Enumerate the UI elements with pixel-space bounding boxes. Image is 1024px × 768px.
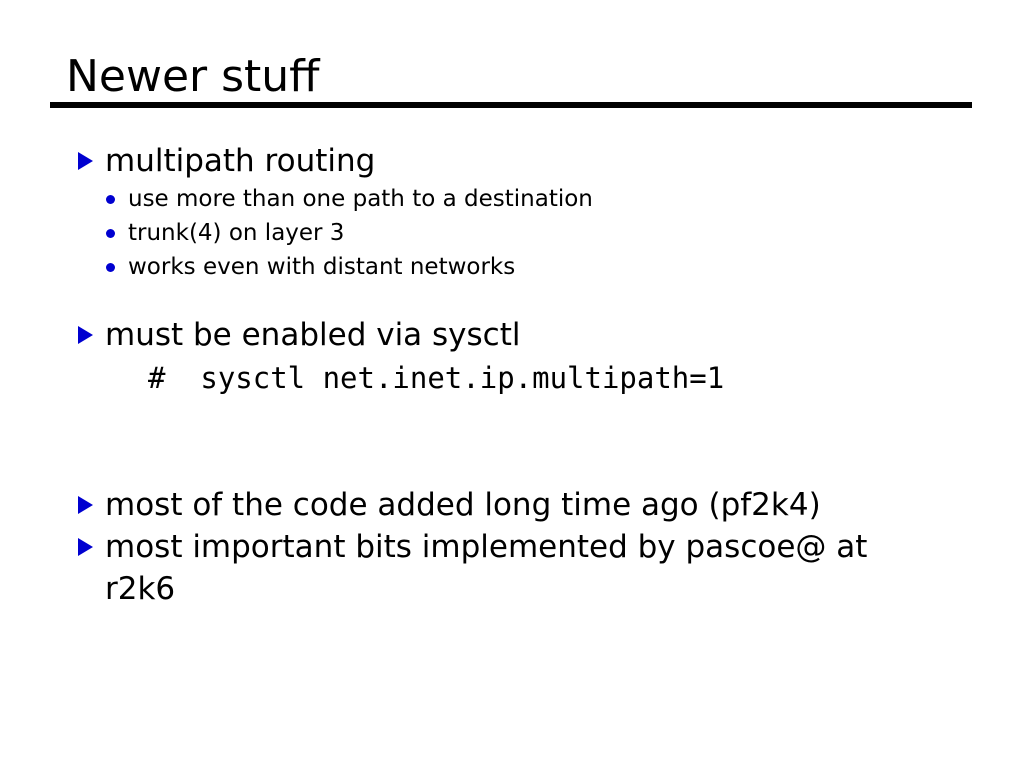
- block-spacer: [0, 284, 1024, 314]
- bullet-most-of-the-code-added: most of the code added long time ago (pf…: [0, 484, 1024, 526]
- subbullet-works-with-distant-networks: works even with distant networks: [0, 250, 1024, 284]
- subbullet-label: works even with distant networks: [128, 254, 516, 280]
- round-dot-bullet-icon: [106, 263, 115, 272]
- triangle-right-bullet-icon: [78, 496, 93, 514]
- subbullet-use-more-than-one-path: use more than one path to a destination: [0, 182, 1024, 216]
- subbullet-label: trunk(4) on layer 3: [128, 220, 345, 246]
- bullet-label: multipath routing: [105, 143, 376, 179]
- bullet-most-important-bits-implemented: most important bits implemented by pasco…: [0, 526, 1024, 610]
- round-dot-bullet-icon: [106, 229, 115, 238]
- slide-body: multipath routing use more than one path…: [0, 140, 1024, 610]
- triangle-right-bullet-icon: [78, 326, 93, 344]
- bullet-must-be-enabled-via-sysctl: must be enabled via sysctl: [0, 314, 1024, 356]
- sysctl-command-line: # sysctl net.inet.ip.multipath=1: [148, 361, 725, 395]
- triangle-right-bullet-icon: [78, 538, 93, 556]
- subbullet-trunk-on-layer-3: trunk(4) on layer 3: [0, 216, 1024, 250]
- block-spacer: [0, 400, 1024, 484]
- page-title: Newer stuff: [66, 51, 320, 102]
- bullet-label: most of the code added long time ago (pf…: [105, 487, 821, 523]
- subbullet-label: use more than one path to a destination: [128, 186, 593, 212]
- round-dot-bullet-icon: [106, 195, 115, 204]
- bullet-multipath-routing: multipath routing: [0, 140, 1024, 182]
- bullet-label: most important bits implemented by pasco…: [105, 529, 868, 607]
- title-divider-rule: [50, 102, 972, 108]
- bullet-label: must be enabled via sysctl: [105, 317, 521, 353]
- triangle-right-bullet-icon: [78, 152, 93, 170]
